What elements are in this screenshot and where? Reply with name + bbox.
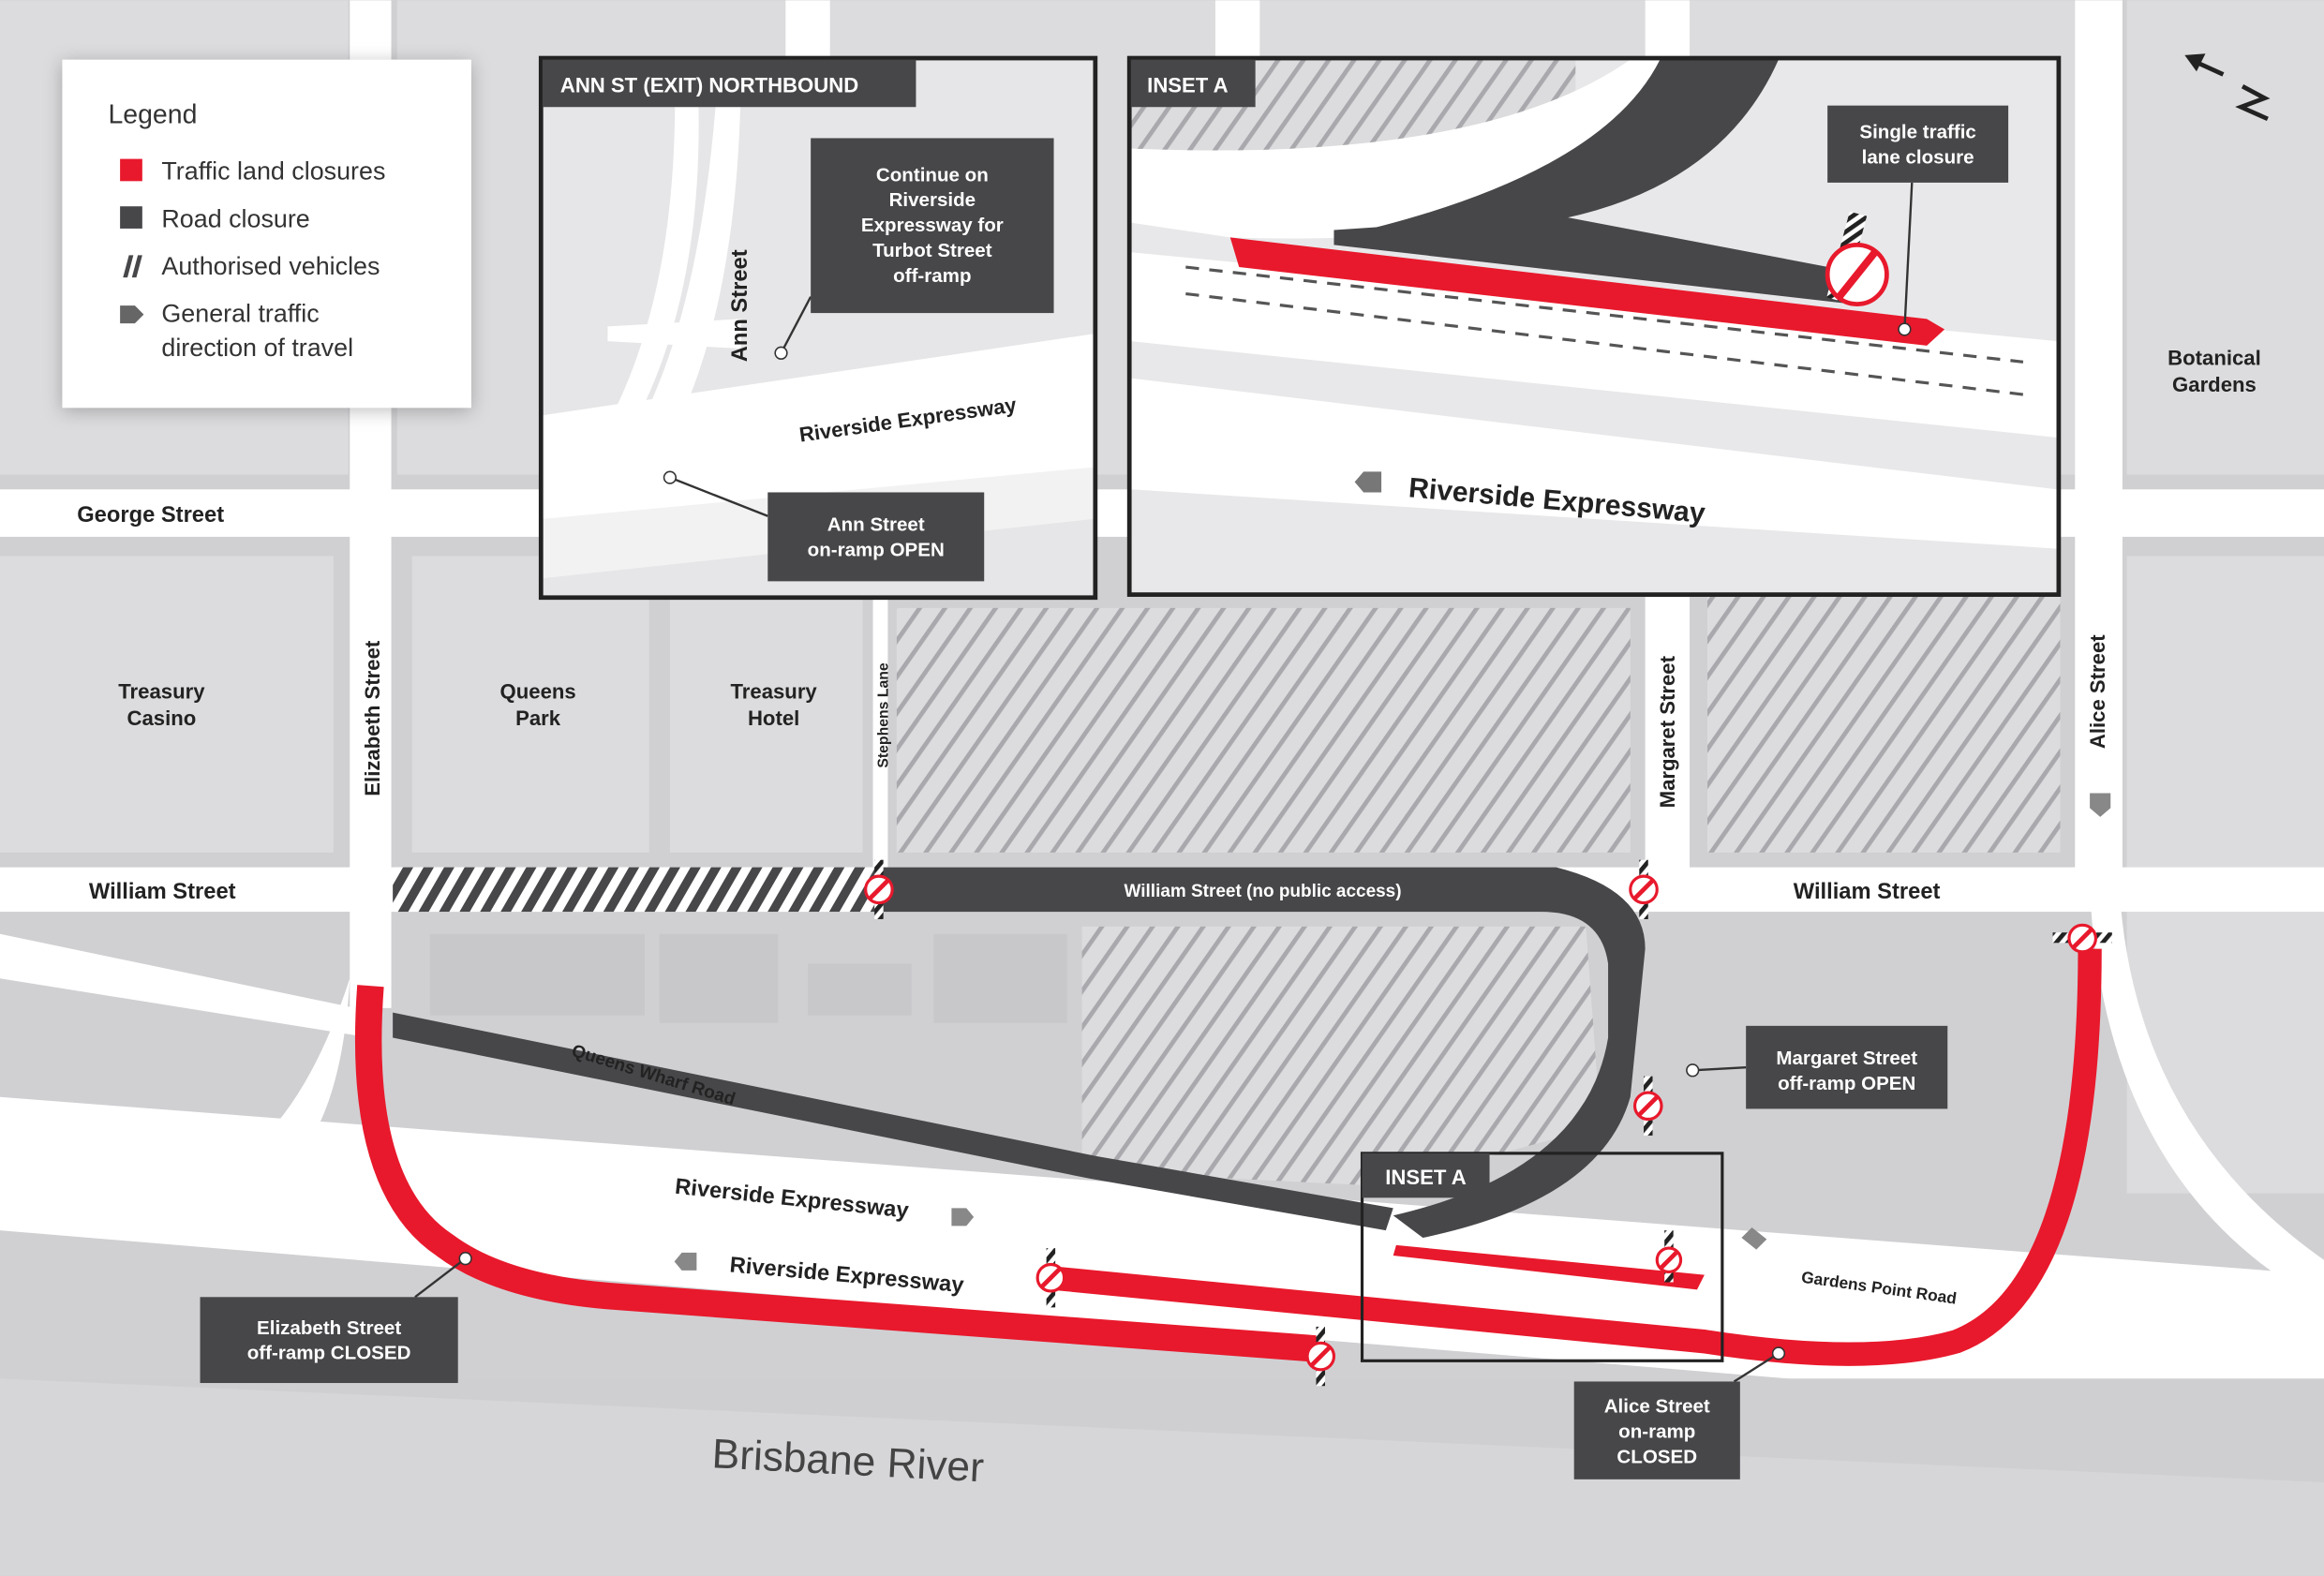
- callout-text: CLOSED: [1616, 1446, 1697, 1467]
- william-street-label: William Street: [89, 880, 236, 904]
- authorised-area: [1707, 593, 2061, 853]
- direction-arrow-icon: [674, 1252, 697, 1271]
- george-street-label: George Street: [77, 503, 224, 528]
- callout-text: lane closure: [1862, 146, 1974, 168]
- legend-label: Authorised vehicles: [161, 252, 380, 280]
- direction-arrow-icon: [1741, 1227, 1767, 1250]
- river-bank: [0, 1378, 2324, 1576]
- margaret-street-label: Margaret Street: [1656, 655, 1679, 808]
- inset-ann-street: Ann Street Riverside Expressway Continue…: [538, 55, 1098, 601]
- treasury-hotel-label: Hotel: [748, 706, 799, 730]
- callout-text: Expressway for: [861, 215, 1004, 236]
- inset-a-title: INSET A: [1147, 73, 1228, 97]
- place-labels: Treasury Casino Queens Park Treasury Hot…: [118, 346, 2260, 729]
- legend-label: Road closure: [161, 204, 309, 232]
- no-entry-icon: [1632, 1076, 1663, 1136]
- botanical-gardens-label: Botanical: [2168, 346, 2261, 369]
- callout-text: Riverside: [889, 189, 976, 211]
- elizabeth-offramp-closure: [354, 985, 1320, 1362]
- queens-wharf-road-closure: [393, 1012, 1393, 1231]
- legend-label: direction of travel: [161, 334, 353, 362]
- callout-text: on-ramp OPEN: [808, 539, 945, 560]
- no-entry-icon: [1629, 859, 1659, 919]
- stephens-lane-label: Stephens Lane: [875, 662, 891, 768]
- direction-arrow-icon: [2090, 793, 2111, 817]
- no-entry-signs: [864, 859, 2112, 1387]
- lane-closure: [1393, 1244, 1705, 1290]
- inset-a: Single traffic lane closure Riverside Ex…: [1126, 55, 2062, 597]
- treasury-casino-label: Casino: [127, 706, 197, 730]
- callout-text: on-ramp: [1618, 1421, 1695, 1443]
- queens-park-label: Park: [515, 706, 561, 730]
- callout-text: Margaret Street: [1776, 1048, 1917, 1069]
- hatch-icon: [123, 255, 142, 278]
- no-entry-icon: [2052, 923, 2112, 954]
- callout-text: off-ramp: [893, 265, 971, 287]
- authorised-area: [1081, 926, 1601, 1186]
- inset-a-marker: [1360, 1152, 1724, 1362]
- william-street-closure: [874, 867, 1646, 1239]
- alice-onramp-closure: [1048, 948, 2102, 1366]
- callout-text: off-ramp CLOSED: [247, 1343, 411, 1364]
- direction-arrow-icon: [951, 1208, 975, 1227]
- callout-text: off-ramp OPEN: [1778, 1073, 1915, 1094]
- inset-a-marker-tag: [1362, 1152, 1490, 1198]
- legend-title: Legend: [108, 100, 197, 130]
- botanical-gardens-label: Gardens: [2172, 373, 2257, 396]
- callout-elizabeth: Elizabeth Street off-ramp CLOSED: [200, 1252, 472, 1384]
- direction-arrow-icon: [1354, 471, 1382, 493]
- red-square-icon: [120, 158, 142, 182]
- inset-ann-title: ANN ST (EXIT) NORTHBOUND: [560, 73, 858, 97]
- william-street-label: William Street: [1794, 880, 1941, 904]
- inset-a-marker-label: INSET A: [1385, 1166, 1466, 1189]
- callout-text: Turbot Street: [872, 240, 992, 261]
- dark-square-icon: [120, 206, 142, 229]
- buildings: [429, 933, 1067, 1023]
- treasury-casino-label: Treasury: [118, 679, 205, 703]
- callout-text: Continue on: [876, 164, 989, 186]
- direction-arrow-icon: [120, 305, 144, 324]
- ann-street-label: Ann Street: [728, 249, 752, 362]
- north-compass-icon: [2184, 53, 2271, 122]
- legend-label: Traffic land closures: [161, 157, 385, 186]
- no-entry-icon: [864, 859, 894, 919]
- callout-text: Ann Street: [827, 514, 925, 536]
- authorised-vehicles-road: [393, 867, 875, 913]
- alice-street-label: Alice Street: [2086, 634, 2109, 749]
- queens-park-label: Queens: [500, 679, 576, 703]
- authorised-area: [896, 607, 1631, 853]
- callout-text: Elizabeth Street: [257, 1317, 401, 1339]
- elizabeth-street-label: Elizabeth Street: [361, 640, 384, 796]
- treasury-hotel-label: Treasury: [730, 679, 817, 703]
- callout-text: Single traffic: [1859, 121, 1975, 142]
- callout-text: Alice Street: [1604, 1396, 1710, 1418]
- william-street-closed-label: William Street (no public access): [1125, 882, 1402, 901]
- no-entry-icon: [1655, 1230, 1683, 1283]
- callout-margaret: Margaret Street off-ramp OPEN: [1686, 1025, 1948, 1109]
- callout-alice: Alice Street on-ramp CLOSED: [1573, 1346, 1786, 1479]
- legend-label: General traffic: [161, 300, 319, 328]
- no-entry-icon: [1035, 1248, 1066, 1308]
- legend: Legend Traffic land closures Road closur…: [62, 59, 471, 409]
- no-entry-icon: [1305, 1326, 1336, 1387]
